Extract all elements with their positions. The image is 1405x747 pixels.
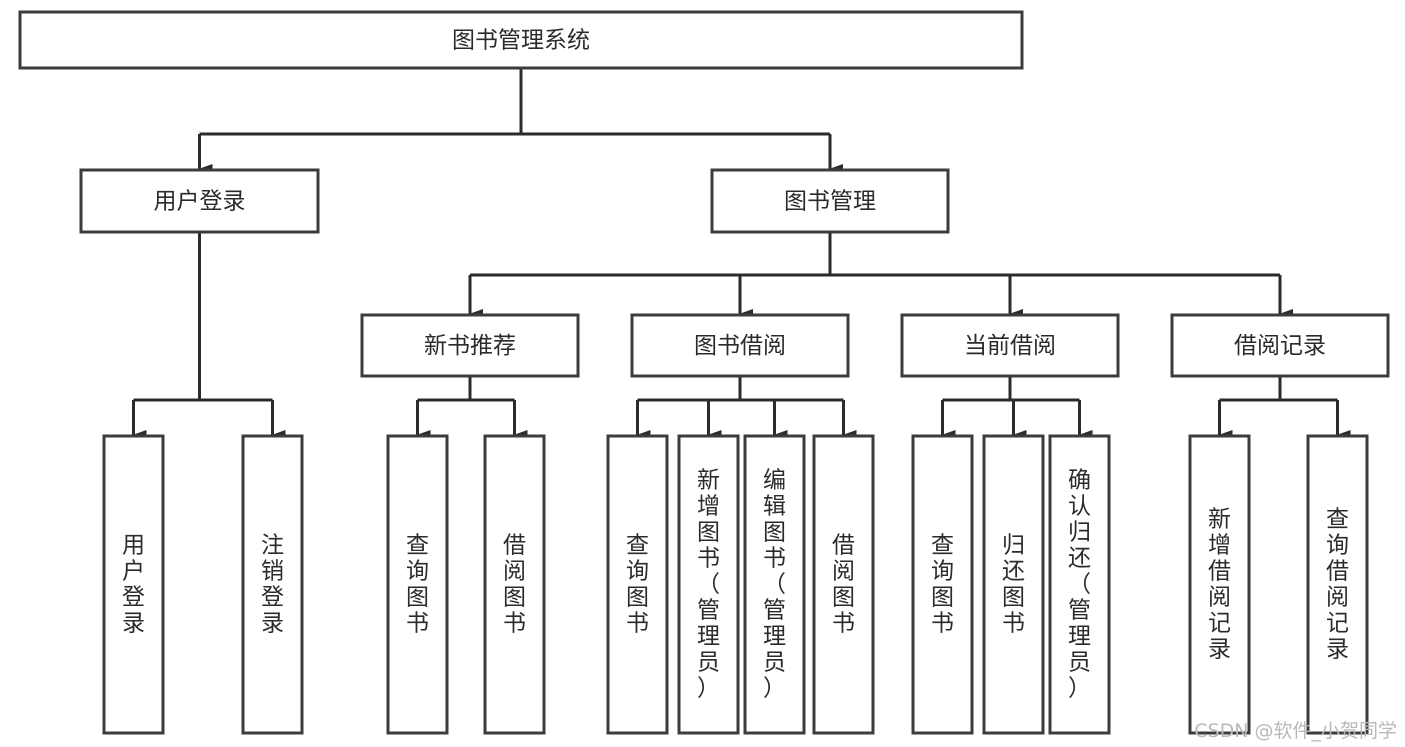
node-level3-3-label: 借阅记录 [1234, 333, 1326, 359]
node-level3-1-rect [630, 313, 850, 378]
node-leaf-2-label: 查询图书 [406, 533, 429, 637]
node-leaf-10-rect [1048, 434, 1111, 735]
node-leaf-12-label: 查询借阅记录 [1326, 507, 1349, 663]
node-leaf-11-rect [1188, 434, 1251, 735]
node-leaf-8-rect [911, 434, 974, 735]
node-leaf-12-rect [1306, 434, 1369, 735]
node-level2-1[interactable]: 图书管理 [710, 168, 950, 234]
node-root[interactable]: 图书管理系统 [18, 10, 1024, 70]
node-leaf-1[interactable]: 注销登录 [241, 434, 304, 735]
node-boxes: 图书管理系统用户登录图书管理新书推荐图书借阅当前借阅借阅记录用户登录注销登录查询… [18, 10, 1390, 735]
node-level3-2-label: 当前借阅 [964, 333, 1056, 359]
node-leaf-7[interactable]: 借阅图书 [812, 434, 875, 735]
node-level3-1-label: 图书借阅 [694, 333, 786, 359]
node-leaf-2[interactable]: 查询图书 [386, 434, 449, 735]
node-level3-2[interactable]: 当前借阅 [900, 313, 1120, 378]
node-leaf-3[interactable]: 借阅图书 [483, 434, 546, 735]
node-leaf-5[interactable]: 新增图书（管理员） [677, 434, 740, 735]
node-leaf-10-label: 确认归还（管理员） [1068, 468, 1091, 702]
node-leaf-8-label: 查询图书 [931, 533, 954, 637]
node-leaf-3-label: 借阅图书 [503, 533, 526, 637]
node-leaf-6-rect [743, 434, 806, 735]
node-leaf-1-rect [241, 434, 304, 735]
node-leaf-0-label: 用户登录 [122, 533, 145, 637]
node-leaf-3-rect [483, 434, 546, 735]
node-level3-3[interactable]: 借阅记录 [1170, 313, 1390, 378]
node-leaf-10[interactable]: 确认归还（管理员） [1048, 434, 1111, 735]
node-level2-0-rect [79, 168, 320, 234]
node-level2-0[interactable]: 用户登录 [79, 168, 320, 234]
node-leaf-2-rect [386, 434, 449, 735]
node-leaf-12[interactable]: 查询借阅记录 [1306, 434, 1369, 735]
node-leaf-0[interactable]: 用户登录 [102, 434, 165, 735]
node-root-rect [18, 10, 1024, 70]
node-level3-0-rect [360, 313, 580, 378]
node-level3-3-rect [1170, 313, 1390, 378]
node-leaf-5-label: 新增图书（管理员） [697, 468, 720, 702]
node-leaf-8[interactable]: 查询图书 [911, 434, 974, 735]
node-leaf-11[interactable]: 新增借阅记录 [1188, 434, 1251, 735]
node-leaf-7-rect [812, 434, 875, 735]
node-leaf-5-rect [677, 434, 740, 735]
node-level2-1-label: 图书管理 [784, 189, 876, 215]
node-leaf-11-label: 新增借阅记录 [1208, 507, 1231, 663]
node-level3-0[interactable]: 新书推荐 [360, 313, 580, 378]
node-level3-1[interactable]: 图书借阅 [630, 313, 850, 378]
node-leaf-4[interactable]: 查询图书 [606, 434, 669, 735]
node-leaf-6-label: 编辑图书（管理员） [763, 468, 786, 702]
node-leaf-7-label: 借阅图书 [832, 533, 855, 637]
node-leaf-4-label: 查询图书 [626, 533, 649, 637]
node-level3-0-label: 新书推荐 [424, 333, 516, 359]
node-leaf-9-rect [982, 434, 1045, 735]
node-leaf-9[interactable]: 归还图书 [982, 434, 1045, 735]
node-level2-1-rect [710, 168, 950, 234]
node-leaf-9-label: 归还图书 [1002, 533, 1025, 637]
node-level2-0-label: 用户登录 [154, 189, 246, 215]
node-root-label: 图书管理系统 [452, 28, 590, 54]
connector-lines [132, 68, 1351, 440]
node-level3-2-rect [900, 313, 1120, 378]
node-leaf-6[interactable]: 编辑图书（管理员） [743, 434, 806, 735]
node-leaf-0-rect [102, 434, 165, 735]
node-leaf-4-rect [606, 434, 669, 735]
node-leaf-1-label: 注销登录 [261, 533, 284, 637]
